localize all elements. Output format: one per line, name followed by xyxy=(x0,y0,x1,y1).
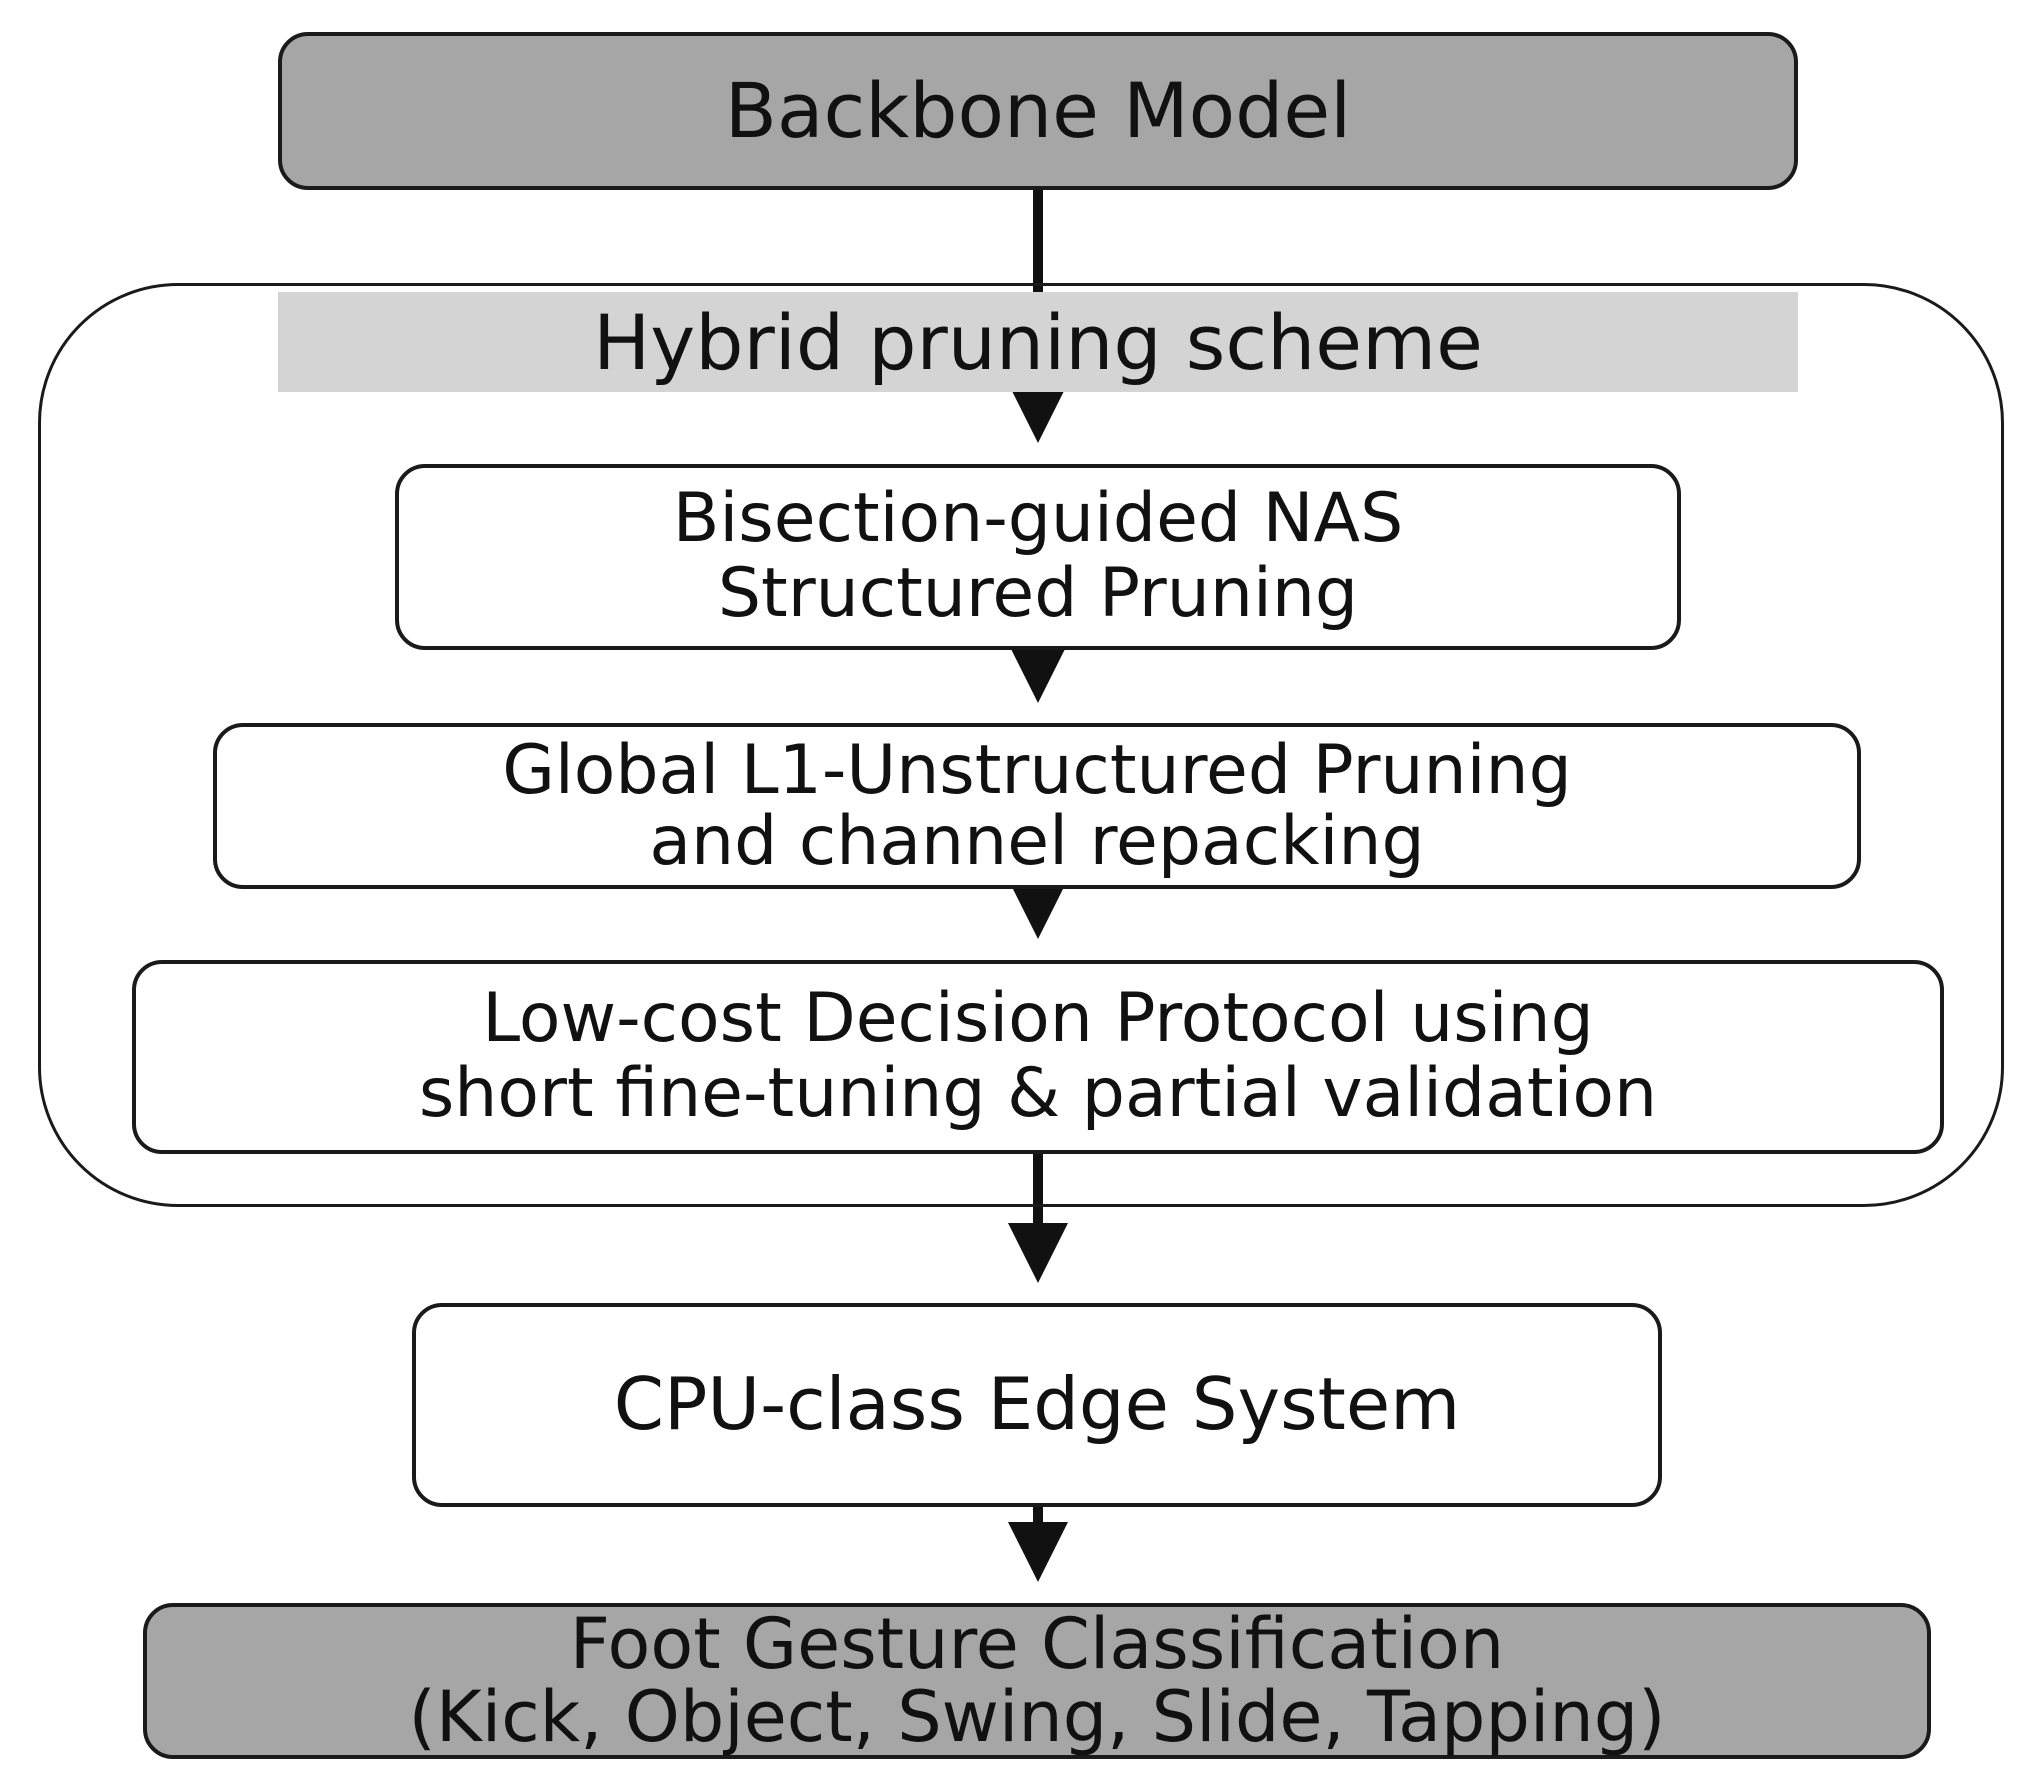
bisection-nas-pruning-box: Bisection-guided NAS Structured Pruning xyxy=(395,464,1681,650)
edge-system-label: CPU-class Edge System xyxy=(613,1362,1461,1447)
hybrid-pruning-scheme-container xyxy=(38,283,2004,1207)
hybrid-pruning-scheme-title: Hybrid pruning scheme xyxy=(278,292,1798,392)
backbone-model-label: Backbone Model xyxy=(724,66,1352,156)
low-cost-decision-protocol-box: Low-cost Decision Protocol using short f… xyxy=(132,960,1944,1154)
cpu-edge-system-box: CPU-class Edge System xyxy=(412,1303,1662,1507)
step-line: Global L1-Unstructured Pruning xyxy=(502,730,1572,810)
step-line: short fine-tuning & partial validation xyxy=(418,1054,1658,1133)
step-line: and channel repacking xyxy=(649,802,1425,881)
output-line: Foot Gesture Classification xyxy=(569,1602,1505,1685)
foot-gesture-classification-box: Foot Gesture Classification (Kick, Objec… xyxy=(143,1603,1931,1759)
scheme-title-label: Hybrid pruning scheme xyxy=(593,297,1483,387)
backbone-model-box: Backbone Model xyxy=(278,32,1798,190)
global-l1-pruning-box: Global L1-Unstructured Pruning and chann… xyxy=(213,723,1861,889)
step-line: Bisection-guided NAS xyxy=(672,479,1404,559)
step-line: Low-cost Decision Protocol using xyxy=(482,979,1594,1059)
output-line: (Kick, Object, Swing, Slide, Tapping) xyxy=(408,1676,1666,1758)
step-line: Structured Pruning xyxy=(717,554,1359,633)
